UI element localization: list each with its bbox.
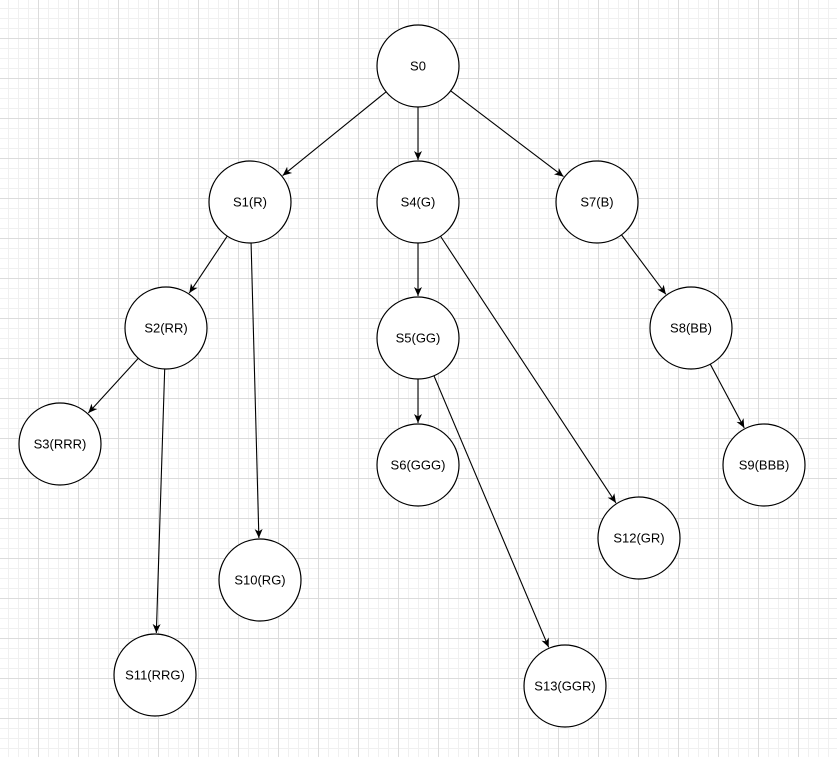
state-label: S13(GGR) [534,679,595,694]
state-node-s9: S9(BBB) [722,423,806,507]
state-circle [113,633,197,717]
state-node-s3: S3(RRR) [18,402,102,486]
state-label: S2(RR) [144,321,187,336]
edge-s7-s8 [621,234,667,295]
state-label: S1(R) [233,195,267,210]
edge-s8-s9 [709,363,745,429]
state-node-s10: S10(RG) [218,538,302,622]
state-label: S3(RRR) [34,437,87,452]
state-node-s4: S4(G) [376,160,460,244]
state-circle [218,538,302,622]
edge-s0-s7 [450,90,564,178]
state-label: S10(RG) [234,573,285,588]
state-label: S0 [410,59,426,74]
state-circle [18,402,102,486]
state-node-s2: S2(RR) [124,286,208,370]
state-label: S8(BB) [670,321,712,336]
edge-s2-s11 [152,368,166,634]
state-node-s8: S8(BB) [649,286,733,370]
state-node-s7: S7(B) [555,160,639,244]
state-circle [124,286,208,370]
edge-s1-s2 [188,235,228,294]
edge-s0-s1 [282,91,387,177]
state-circle [649,286,733,370]
state-circle [376,24,460,108]
edge-s2-s3 [87,357,139,414]
edge-s1-s10 [250,242,263,539]
state-circle [555,160,639,244]
state-label: S11(RRG) [125,668,185,683]
state-circle [523,644,607,728]
state-circle [376,160,460,244]
edges-layer [87,90,745,648]
state-label: S5(GG) [396,331,441,346]
state-label: S9(BBB) [739,458,790,473]
state-node-s11: S11(RRG) [113,633,197,717]
state-node-s1: S1(R) [208,160,292,244]
edge-s4-s12 [440,235,617,504]
state-circle [376,423,460,507]
state-label: S6(GGG) [391,458,446,473]
edge-s5-s13 [433,375,550,648]
state-label: S12(GR) [613,531,664,546]
state-node-s12: S12(GR) [597,496,681,580]
state-circle [208,160,292,244]
state-node-s13: S13(GGR) [523,644,607,728]
state-label: S7(B) [580,195,613,210]
state-node-s6: S6(GGG) [376,423,460,507]
state-circle [376,296,460,380]
state-node-s0: S0 [376,24,460,108]
state-node-s5: S5(GG) [376,296,460,380]
state-circle [722,423,806,507]
state-label: S4(G) [401,195,436,210]
state-circle [597,496,681,580]
